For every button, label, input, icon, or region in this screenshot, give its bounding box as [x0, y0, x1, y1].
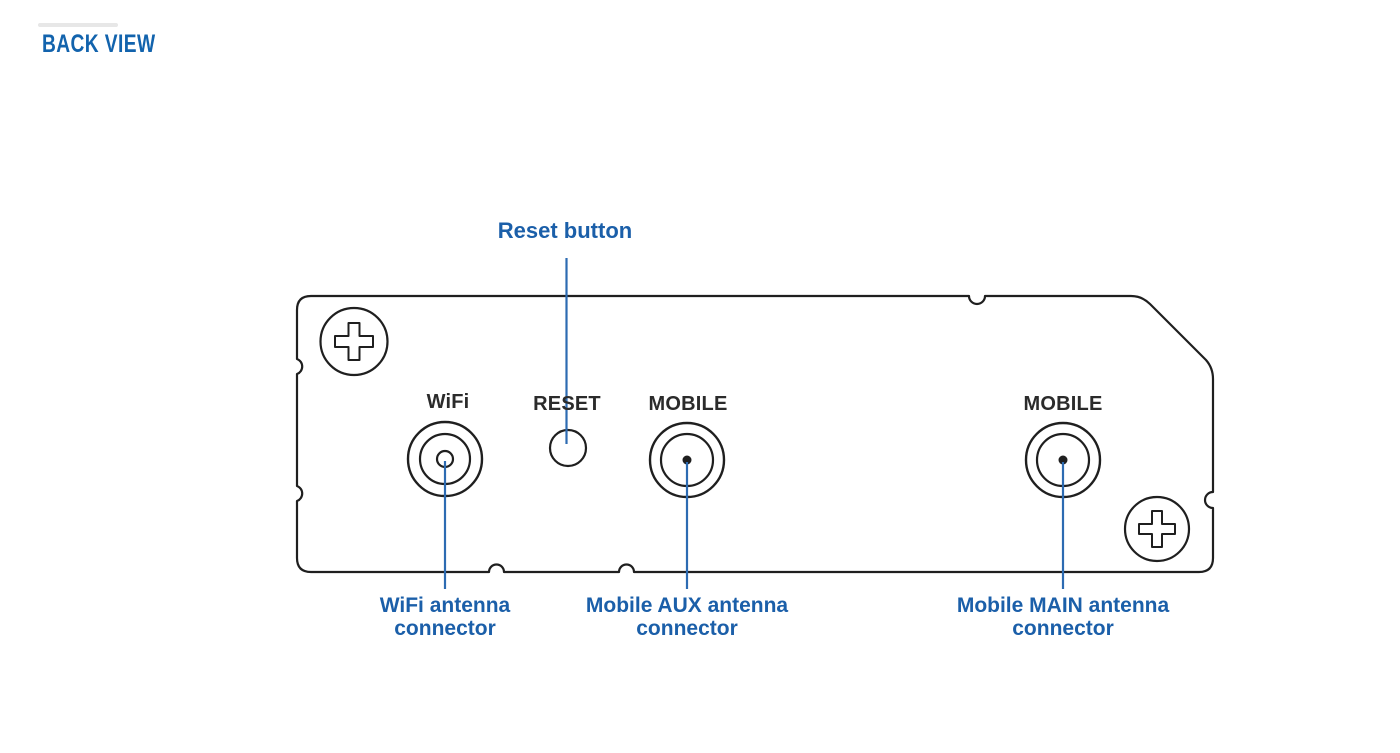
port-label-mobile-main: MOBILE — [1023, 393, 1103, 415]
callout-line-1: Mobile MAIN antenna — [956, 594, 1170, 617]
callout-line-2: connector — [394, 617, 496, 640]
mobile-main-antenna-callout-label: Mobile MAIN antenna connector — [957, 594, 1169, 640]
phillips-screw-icon-bottom-right — [1123, 495, 1191, 563]
port-label-wifi: WiFi — [426, 391, 470, 413]
callout-line-1: WiFi antenna — [379, 594, 511, 617]
phillips-screw-icon-top-left — [319, 306, 389, 377]
callout-line-1: Mobile AUX antenna — [585, 594, 789, 617]
port-label-mobile-aux: MOBILE — [648, 393, 728, 415]
port-label-reset: RESET — [533, 393, 601, 415]
page-title: BACK VIEW — [42, 30, 156, 59]
reset-button-hole — [548, 428, 588, 468]
callout-line-2: connector — [1012, 617, 1114, 640]
top-edge-artifact — [38, 23, 118, 27]
device-outline — [295, 294, 1215, 574]
mobile-aux-antenna-callout-label: Mobile AUX antenna connector — [586, 594, 788, 640]
wifi-antenna-callout-label: WiFi antenna connector — [380, 594, 510, 640]
reset-button-callout-label: Reset button — [497, 218, 633, 243]
callout-line-2: connector — [636, 617, 738, 640]
